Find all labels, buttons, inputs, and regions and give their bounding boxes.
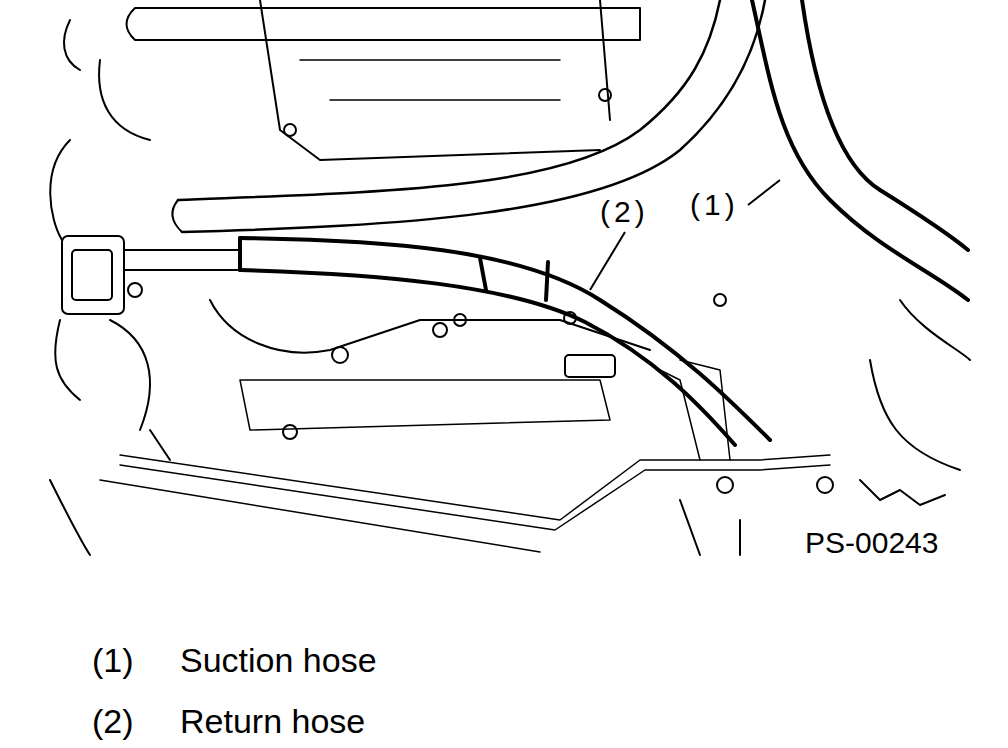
figure-code: PS-00243 — [803, 528, 940, 558]
legend-number: (2) — [92, 704, 134, 738]
callout-number: (1) — [688, 190, 741, 220]
callout-number: (2) — [598, 197, 651, 227]
part-name: Suction hose — [180, 643, 377, 677]
part-name: Return hose — [180, 704, 365, 738]
legend-number: (1) — [92, 643, 134, 677]
